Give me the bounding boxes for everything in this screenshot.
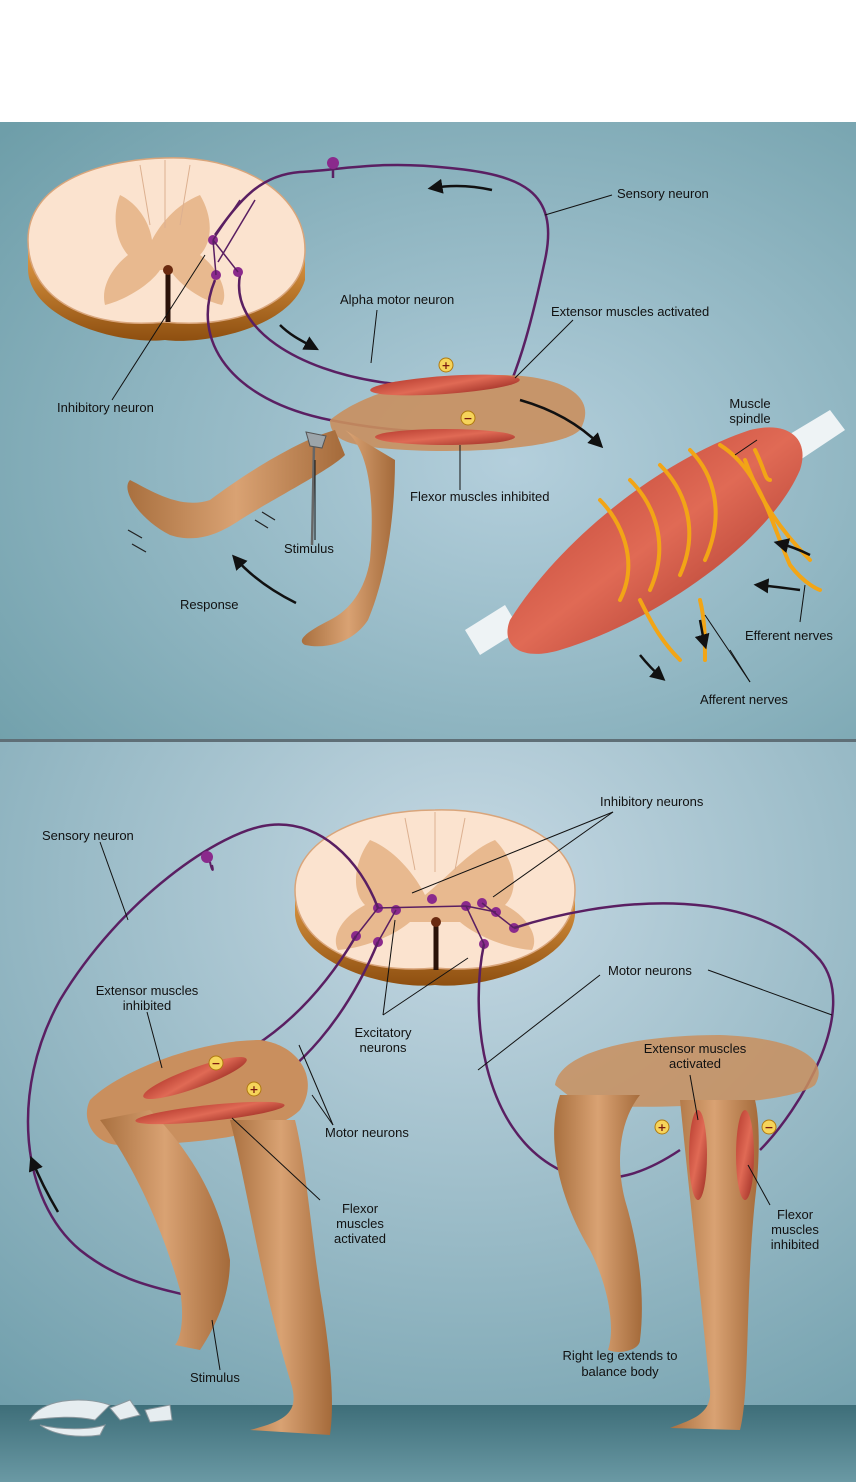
left-shin-bottom (100, 1110, 230, 1350)
arrows-top (232, 178, 811, 681)
central-canal-dot (163, 265, 173, 275)
minus-sign-bottom-right: − (761, 1119, 777, 1135)
label-flexor-inhibited-1: Flexor (777, 1207, 814, 1222)
lower-leg-raised (127, 430, 345, 539)
label-right-leg-1: Right leg extends to (563, 1348, 678, 1363)
response-arrow (232, 554, 297, 605)
motion-lines (127, 511, 276, 553)
minus-sign-bottom-left: − (208, 1055, 224, 1071)
minus-sign-top: − (460, 410, 476, 426)
svg-text:+: + (441, 359, 450, 372)
label-flexor-activated-3: activated (334, 1231, 386, 1246)
svg-text:−: − (463, 412, 472, 425)
panel-divider (0, 739, 856, 742)
label-extensor-activated-1: Extensor muscles (644, 1041, 747, 1056)
label-stimulus-bottom: Stimulus (190, 1370, 240, 1385)
afferent-arrow-1 (639, 654, 666, 681)
label-motor-neurons-left: Motor neurons (325, 1125, 409, 1140)
label-extensor-activated-2: activated (669, 1056, 721, 1071)
label-right-leg-2: balance body (581, 1364, 659, 1379)
label-response: Response (180, 597, 239, 612)
svg-text:−: − (211, 1057, 220, 1070)
label-stimulus-top: Stimulus (284, 541, 334, 556)
label-extensor-inhibited-1: Extensor muscles (96, 983, 199, 998)
label-flexor-inhibited-2: muscles (771, 1222, 819, 1237)
efferent-arrow-2 (753, 578, 801, 594)
label-excitatory-1: Excitatory (354, 1025, 412, 1040)
label-inhibitory-neurons: Inhibitory neurons (600, 794, 704, 809)
motor-arrow (279, 324, 319, 351)
muscle-spindle-illustration (465, 410, 845, 662)
flexor-muscle-right (736, 1110, 754, 1200)
leader-lines-top (111, 194, 806, 683)
leader-lines-bottom (99, 811, 833, 1371)
right-thigh-bottom (555, 1035, 819, 1107)
extensor-muscle-right (689, 1110, 707, 1200)
motor-neuron-right-2 (513, 902, 835, 1151)
sensory-neuron-path-bottom (26, 823, 380, 1302)
label-flexor-inhibited-top: Flexor muscles inhibited (410, 489, 549, 504)
label-extensor-activated-top: Extensor muscles activated (551, 304, 709, 319)
muscle-spindle-body (507, 427, 803, 654)
flexor-muscle-top (375, 429, 515, 445)
label-extensor-inhibited-2: inhibited (123, 998, 171, 1013)
extension-arrow (519, 398, 604, 449)
flexor-muscle-bottom-left (135, 1101, 285, 1125)
right-shin-raised (554, 1095, 642, 1352)
motor-neuron-right-1 (477, 943, 681, 1180)
label-inhibitory-neuron: Inhibitory neuron (57, 400, 154, 415)
sensory-neuron-cell-body-bottom (201, 851, 213, 863)
top-panel: + − (0, 122, 856, 739)
label-excitatory-2: neurons (360, 1040, 407, 1055)
label-muscle-spindle-2: spindle (729, 411, 770, 426)
plus-sign-top: + (438, 357, 454, 373)
spinal-cord-top (27, 157, 306, 341)
label-efferent-nerves: Efferent nerves (745, 628, 833, 643)
label-muscle-spindle-1: Muscle (729, 396, 770, 411)
bottom-panel: − + + − (0, 742, 856, 1482)
label-sensory-neuron-top: Sensory neuron (617, 186, 709, 201)
sensory-arrow (427, 178, 493, 194)
label-flexor-activated-1: Flexor (342, 1201, 379, 1216)
label-afferent-nerves: Afferent nerves (700, 692, 788, 707)
label-motor-neurons-right: Motor neurons (608, 963, 692, 978)
svg-text:+: + (657, 1121, 666, 1134)
standing-leg-bottom-left (230, 1120, 332, 1435)
svg-text:+: + (249, 1083, 258, 1096)
reflex-hammer-icon (305, 431, 327, 546)
plus-sign-bottom-left: + (246, 1081, 262, 1097)
gray-matter (104, 195, 225, 305)
afferent-arrow-2 (694, 619, 710, 650)
extensor-muscle-top (370, 374, 520, 396)
svg-text:−: − (764, 1121, 773, 1134)
broken-glass-icon (29, 1399, 173, 1437)
plus-sign-bottom-right: + (654, 1119, 670, 1135)
sensory-neuron-cell-body (327, 157, 339, 169)
sensory-arrow-bottom (28, 1155, 60, 1213)
standing-leg-top (301, 430, 395, 647)
efferent-arrow-1 (773, 538, 811, 557)
label-sensory-neuron-bottom: Sensory neuron (42, 828, 134, 843)
sensory-neuron-path (213, 163, 550, 386)
label-flexor-activated-2: muscles (336, 1216, 384, 1231)
label-alpha-motor-neuron: Alpha motor neuron (340, 292, 454, 307)
label-flexor-inhibited-3: inhibited (771, 1237, 819, 1252)
